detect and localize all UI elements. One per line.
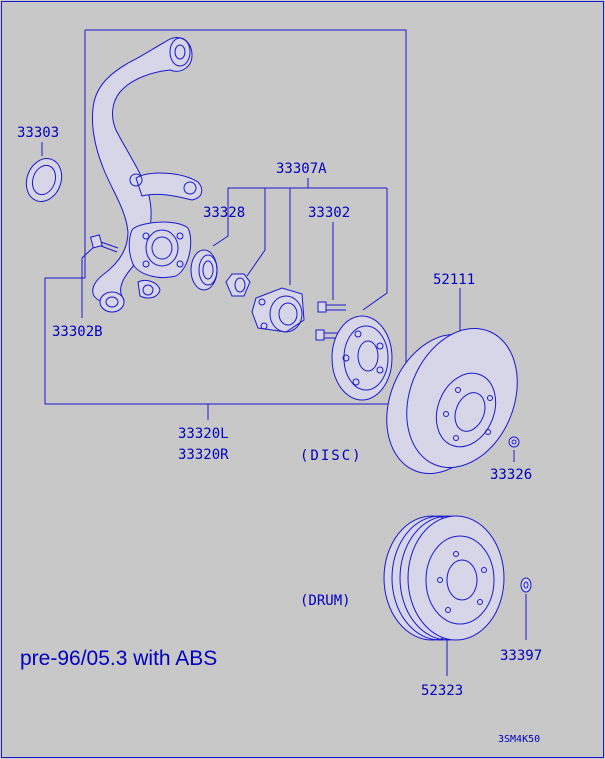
label-33328[interactable]: 33328	[203, 205, 245, 221]
steering-knuckle-illustration	[91, 37, 203, 313]
label-33320r[interactable]: 33320R	[178, 447, 229, 463]
label-33302[interactable]: 33302	[308, 205, 350, 221]
caption-disc: (DISC)	[300, 448, 363, 464]
hub-flange-illustration	[331, 315, 393, 401]
label-33326[interactable]: 33326	[490, 467, 532, 483]
diagram-code: 3SM4K50	[498, 734, 540, 745]
applicability-note: pre-96/05.3 with ABS	[20, 647, 217, 670]
sensor-ring-illustration	[190, 249, 218, 291]
hub-nut-illustration	[225, 273, 251, 297]
brake-drum-illustration	[383, 515, 505, 641]
label-52111[interactable]: 52111	[433, 272, 475, 288]
brake-disc-illustration	[386, 327, 518, 475]
label-33320l[interactable]: 33320L	[178, 426, 229, 442]
label-33302b[interactable]: 33302B	[52, 324, 103, 340]
label-33307a[interactable]: 33307A	[276, 161, 327, 177]
label-33397[interactable]: 33397	[500, 648, 542, 664]
oil-seal-illustration	[25, 158, 63, 202]
hub-bearing-illustration	[251, 287, 305, 333]
label-52323[interactable]: 52323	[421, 683, 463, 699]
assembly-bracket	[44, 29, 407, 405]
caption-drum: (DRUM)	[300, 593, 351, 609]
bolt-illustration	[89, 234, 119, 253]
leader-33302b	[81, 244, 97, 318]
hub-bolts-illustration	[315, 301, 346, 341]
screw-illustration	[508, 436, 520, 448]
plug-illustration	[520, 577, 532, 593]
label-33303[interactable]: 33303	[17, 125, 59, 141]
